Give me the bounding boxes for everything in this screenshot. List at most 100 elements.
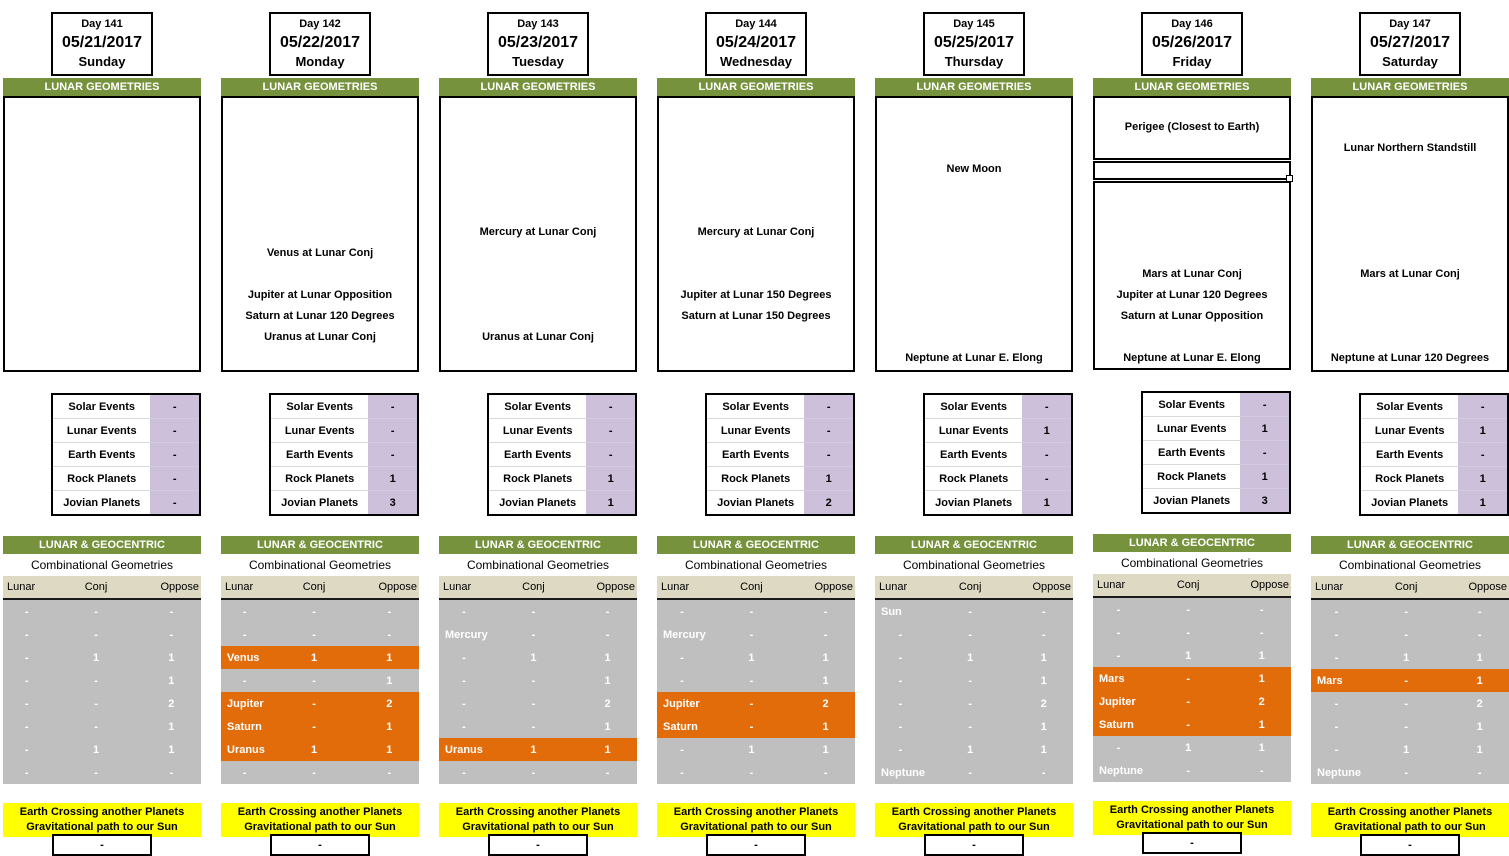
day-number: Day 147 [1389,18,1431,30]
earth-crossing-value-box: - [1142,832,1242,854]
day-header-box: Day 143 05/23/2017 Tuesday [487,12,589,76]
event-count: 3 [1240,488,1290,513]
combo-col-conj: Conj [268,576,360,600]
earth-crossing-note: Earth Crossing another Planets Gravitati… [3,803,201,837]
combo-conj-cell: - [488,692,579,715]
earth-crossing-note: Earth Crossing another Planets Gravitati… [657,803,855,837]
earth-crossing-line2: Gravitational path to our Sun [26,821,178,833]
event-count-row: Solar Events- [52,394,200,419]
combo-lunar-cell: Mercury [657,623,707,646]
combo-row: --- [221,761,419,784]
combo-conj-cell: - [268,715,360,738]
combinational-geometries-subtitle: Combinational Geometries [1338,558,1482,572]
event-count-row: Earth Events- [706,442,854,467]
combo-oppose-cell: 1 [359,646,419,669]
combo-row: --- [439,761,637,784]
day-column: Day 141 05/21/2017 Sunday LUNAR GEOMETRI… [3,0,201,856]
lunar-event: Mercury at Lunar Conj [697,226,815,238]
lunar-event: Jupiter at Lunar 150 Degrees [680,289,832,301]
combo-conj-cell: - [50,599,142,623]
earth-crossing-line1: Earth Crossing another Planets [1109,804,1275,816]
combo-conj-cell: - [488,669,579,692]
combo-row: Jupiter-2 [657,692,855,715]
day-column: Day 143 05/23/2017 Tuesday LUNAR GEOMETR… [439,0,637,856]
combo-row: Mars-1 [1311,669,1509,692]
event-count: - [150,442,200,467]
combo-lunar-cell: - [1311,646,1362,669]
combo-conj-cell: - [926,623,1015,646]
combo-oppose-cell: 1 [796,715,855,738]
combo-col-lunar: Lunar [221,576,269,600]
combo-lunar-cell: Jupiter [657,692,707,715]
combo-conj-cell: - [926,761,1015,784]
combo-oppose-cell: 1 [796,646,855,669]
day-number: Day 141 [81,18,123,30]
combo-row: --- [3,761,201,784]
combo-oppose-cell: 1 [141,669,201,692]
combo-conj-cell: - [706,761,797,784]
combo-conj-cell: 1 [50,738,142,761]
event-count-row: Lunar Events- [706,418,854,443]
combo-row: Neptune-- [1093,759,1291,782]
combo-conj-cell: 1 [488,646,579,669]
selected-cell[interactable] [1093,161,1293,182]
combo-lunar-cell: - [439,761,489,784]
combo-oppose-cell: 1 [1450,738,1509,761]
combo-lunar-cell: Mars [1093,667,1144,690]
event-label: Lunar Events [1142,416,1241,441]
combo-oppose-cell: - [1014,599,1073,623]
combinational-geometries-subtitle: Combinational Geometries [466,558,610,572]
combo-conj-cell: 1 [1144,644,1233,667]
event-label: Solar Events [706,394,805,419]
earth-crossing-line1: Earth Crossing another Planets [237,806,403,818]
combo-lunar-cell: - [875,669,926,692]
combo-conj-cell: - [926,692,1015,715]
lunar-event: Neptune at Lunar E. Elong [905,352,1043,364]
combo-conj-cell: 1 [1144,736,1233,759]
combo-col-conj: Conj [926,576,1015,600]
combo-lunar-cell: - [1311,738,1362,761]
combo-col-lunar: Lunar [439,576,489,600]
lunar-geocentric-header: LUNAR & GEOCENTRIC [657,536,855,554]
day-column: Day 144 05/24/2017 Wednesday LUNAR GEOME… [657,0,855,856]
event-label: Lunar Events [924,418,1023,443]
event-count-row: Earth Events- [270,442,418,467]
earth-crossing-value-box: - [706,834,806,856]
lunar-geometries-box-stack [3,96,201,372]
combo-lunar-cell: - [3,715,51,738]
event-count-row: Earth Events- [1142,440,1290,465]
combo-row: --1 [657,669,855,692]
combo-lunar-cell: Saturn [1093,713,1144,736]
lunar-geometries-box-stack: Perigee (Closest to Earth)Mars at Lunar … [1093,96,1293,370]
combo-row: --- [657,761,855,784]
lunar-geometries-header: LUNAR GEOMETRIES [3,78,201,96]
combo-oppose-cell: 1 [359,738,419,761]
event-count: - [1458,442,1508,467]
combo-conj-cell: - [706,669,797,692]
combo-row: --2 [439,692,637,715]
earth-crossing-line2: Gravitational path to our Sun [1116,819,1268,831]
event-count-row: Earth Events- [1360,442,1508,467]
combo-lunar-cell: Sun [875,599,926,623]
combo-col-oppose: Oppose [1450,576,1509,600]
event-label: Solar Events [270,394,369,419]
event-count: 3 [368,490,418,515]
combo-row: Saturn-1 [1093,713,1291,736]
lunar-event: Saturn at Lunar Opposition [1120,310,1264,322]
event-count: - [586,418,636,443]
combo-lunar-cell: - [221,623,269,646]
lunar-event: Perigee (Closest to Earth) [1124,121,1260,133]
combo-conj-cell: - [50,761,142,784]
combo-col-conj: Conj [488,576,579,600]
